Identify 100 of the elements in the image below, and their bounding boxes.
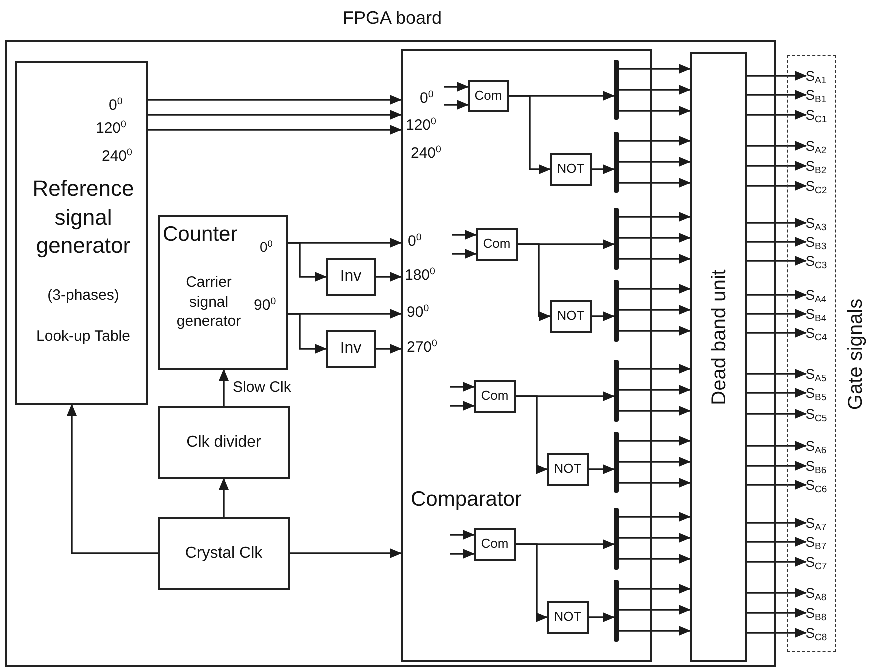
block-label: Dead band unit [708, 269, 732, 405]
signal-name: S$_{C4}$ [806, 322, 838, 343]
block-box [326, 258, 376, 296]
block-box [468, 80, 509, 112]
arrow [747, 90, 807, 100]
arrow [747, 218, 807, 228]
arrow [619, 584, 691, 594]
signal-name: S$_{A4}$ [806, 284, 838, 305]
signal-name: S$_{C5}$ [806, 404, 838, 424]
arrow [619, 478, 691, 488]
block-box [158, 517, 290, 590]
arrow [67, 404, 158, 554]
block-label: Inv [340, 268, 362, 286]
arrow [376, 272, 402, 282]
block-label: Crystal Clk [185, 544, 263, 562]
signal-name: S$_{C1}$ [806, 104, 838, 125]
dead-band-block [690, 52, 747, 662]
block-box [550, 153, 592, 186]
arrow [619, 157, 691, 167]
arrow [747, 110, 807, 120]
arrow [444, 82, 469, 92]
arrow [288, 242, 327, 282]
arrow [747, 256, 807, 266]
block-label: (3-phases) [46, 287, 120, 304]
arrow [747, 480, 807, 490]
arrow [219, 369, 229, 406]
block-box [474, 380, 516, 413]
arrow [747, 588, 807, 598]
signal-name: S$_{A2}$ [806, 136, 838, 156]
signal-name: S$_{B7}$ [806, 532, 838, 552]
block-label: NOT [554, 610, 582, 625]
arrow [619, 457, 691, 467]
arrow [747, 181, 807, 191]
arrow [619, 326, 691, 336]
arrow [450, 530, 475, 540]
block-label: Com [483, 237, 511, 252]
arrow [619, 254, 691, 264]
arrow [288, 313, 327, 354]
bus-bar [614, 580, 619, 642]
group-title: Gate signals [844, 298, 868, 410]
arrow [619, 385, 691, 395]
arrow [516, 392, 615, 402]
arrow [747, 388, 807, 398]
arrow [452, 230, 477, 240]
block-label: Look-up Table [36, 327, 132, 346]
arrow [619, 178, 691, 188]
arrow [376, 344, 402, 354]
arrow [619, 64, 691, 74]
block-label: Carrier signal generator [176, 273, 242, 332]
block-box [547, 453, 589, 486]
arrow [516, 540, 615, 550]
block-label: 0$^{0}$ [109, 97, 123, 114]
signal-name: S$_{B5}$ [806, 382, 838, 403]
arrow [747, 290, 807, 300]
arrow [747, 141, 807, 151]
block-label: Clk divider [186, 434, 262, 452]
arrow [747, 161, 807, 171]
arrow [619, 284, 691, 294]
arrow [619, 364, 691, 374]
arrow [619, 406, 691, 416]
block-label: NOT [554, 462, 582, 477]
arrow [589, 612, 615, 622]
arrow [589, 464, 615, 474]
signal-name: S$_{B4}$ [806, 304, 838, 324]
arrow [619, 136, 691, 146]
signal-name: S$_{B3}$ [806, 232, 838, 252]
signal-name: S$_{A1}$ [806, 66, 838, 86]
arrow [592, 164, 615, 174]
arrow [747, 461, 807, 471]
arrow [747, 537, 807, 547]
block-label: Reference signal generator [32, 175, 136, 260]
signal-name: S$_{B2}$ [806, 156, 838, 176]
signal-name: S$_{C3}$ [806, 250, 838, 271]
bus-bar [614, 280, 619, 342]
signal-name: S$_{A8}$ [806, 582, 838, 603]
arrow [518, 240, 615, 250]
arrow [619, 533, 691, 543]
arrow [452, 249, 477, 259]
arrow [619, 305, 691, 315]
arrow [509, 91, 615, 101]
arrow [148, 110, 402, 120]
signal-name: S$_{B8}$ [806, 602, 838, 623]
arrow [148, 125, 402, 135]
block-label: Com [481, 537, 509, 552]
block-label: NOT [557, 162, 585, 177]
block-label: Inv [340, 340, 362, 358]
arrow [747, 309, 807, 319]
signal-name: S$_{C8}$ [806, 622, 838, 643]
arrow [747, 237, 807, 247]
arrow [450, 382, 475, 392]
signal-name: S$_{C7}$ [806, 552, 838, 572]
block-label: Com [474, 88, 502, 104]
signal-name: S$_{A5}$ [806, 364, 838, 384]
block-label: Counter [163, 223, 238, 248]
block-label: 0$^{0}$ [260, 239, 273, 256]
bus-bar [614, 432, 619, 493]
arrow [450, 549, 475, 559]
block-box [476, 228, 518, 261]
block-label: 90$^{0}$ [254, 297, 276, 314]
arrow [619, 605, 691, 615]
